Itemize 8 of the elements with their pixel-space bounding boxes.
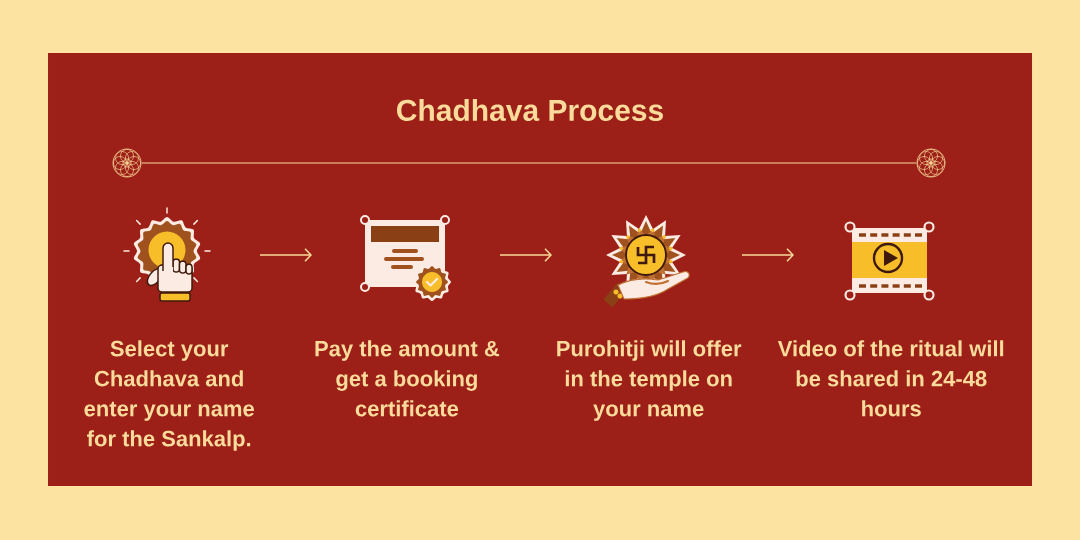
step-text: Purohitji will offer in the temple on your name xyxy=(557,340,742,421)
arrow xyxy=(499,247,552,263)
step-text: Pay the amount & get a booking certificate xyxy=(315,340,500,417)
step-text: Select your Chadhava and enter your name for the Sankalp. xyxy=(84,340,254,451)
step-text: Video of the ritual will be shared in 24-48 hours xyxy=(777,340,1004,417)
title: Chadhava Process xyxy=(397,99,663,121)
arrow xyxy=(741,247,794,263)
arrow xyxy=(259,247,312,263)
